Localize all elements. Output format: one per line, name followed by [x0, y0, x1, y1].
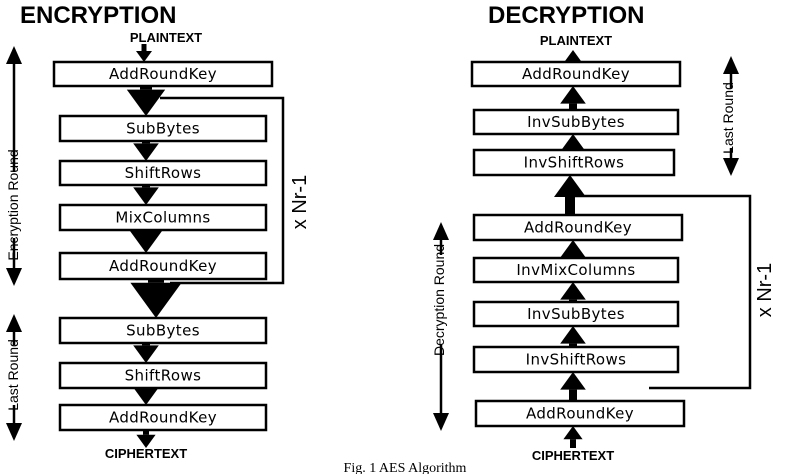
encryption-ciphertext-label: CIPHERTEXT [105, 446, 187, 461]
decryption-arrow-8 [560, 86, 586, 110]
decryption-step-5: InvMixColumns [472, 256, 680, 284]
encryption-arrow-6 [130, 279, 182, 318]
decryption-round-label: Decryption Round [431, 244, 447, 356]
decryption-arrow-4 [560, 282, 586, 302]
encryption-step-label: ShiftRows [125, 164, 202, 182]
encryption-repeat-label: x Nr-1 [289, 175, 311, 229]
decryption-steps: AddRoundKeyInvSubBytesInvShiftRowsAddRou… [470, 60, 686, 428]
encryption-arrow-9 [136, 430, 156, 448]
decryption-step-3: InvShiftRows [472, 148, 676, 177]
encryption-round-bracket [6, 46, 22, 286]
encryption-step-5: AddRoundKey [58, 251, 268, 281]
decryption-step-label: InvSubBytes [527, 305, 625, 323]
decryption-step-4: AddRoundKey [472, 213, 684, 242]
decryption-loop-line [575, 194, 752, 390]
encryption-step-1: AddRoundKey [52, 60, 274, 88]
encryption-plaintext-label: PLAINTEXT [130, 30, 202, 45]
encryption-step-label: SubBytes [126, 120, 200, 138]
encryption-step-label: ShiftRows [125, 367, 202, 385]
decryption-step-1: AddRoundKey [470, 60, 682, 88]
decryption-arrow-5 [560, 240, 586, 258]
encryption-arrow-4 [133, 185, 159, 205]
decryption-step-label: InvSubBytes [527, 113, 625, 131]
encryption-round-label: Encryption Round [5, 149, 21, 260]
decryption-arrow-2 [560, 372, 586, 401]
encryption-step-label: SubBytes [126, 322, 200, 340]
figure-caption: Fig. 1 AES Algorithm [344, 461, 467, 474]
encryption-arrow-2 [126, 86, 166, 116]
encryption-step-7: ShiftRows [58, 361, 268, 390]
encryption-flow-arrows [126, 44, 182, 448]
decryption-step-6: InvSubBytes [472, 300, 680, 328]
decryption-step-label: AddRoundKey [524, 219, 632, 237]
encryption-arrow-3 [133, 141, 159, 161]
encryption-step-8: AddRoundKey [58, 403, 268, 432]
decryption-last-round-bracket [723, 56, 739, 176]
decryption-step-label: InvShiftRows [526, 351, 627, 369]
encryption-arrow-5 [130, 230, 162, 253]
encryption-step-4: MixColumns [58, 203, 268, 232]
decryption-step-label: InvShiftRows [524, 154, 625, 172]
decryption-plaintext-label: PLAINTEXT [540, 33, 612, 48]
encryption-step-label: AddRoundKey [109, 257, 217, 275]
decryption-step-label: AddRoundKey [522, 65, 630, 83]
decryption-arrow-3 [560, 326, 586, 347]
decryption-arrow-1 [563, 426, 583, 448]
encryption-step-label: MixColumns [115, 209, 210, 227]
encryption-steps: AddRoundKeySubBytesShiftRowsMixColumnsAd… [52, 60, 274, 432]
encryption-last-round-bracket [6, 314, 22, 441]
encryption-title: ENCRYPTION [20, 2, 176, 29]
decryption-flow-arrows [554, 50, 586, 448]
encryption-step-6: SubBytes [58, 316, 268, 345]
encryption-arrow-8 [133, 387, 159, 405]
decryption-repeat-label: x Nr-1 [754, 263, 776, 317]
decryption-step-8: AddRoundKey [474, 399, 686, 428]
encryption-step-3: ShiftRows [58, 159, 268, 187]
encryption-loop-line [160, 96, 285, 285]
encryption-step-label: AddRoundKey [109, 65, 217, 83]
encryption-step-2: SubBytes [58, 114, 268, 143]
decryption-last-round-label: Last Round [720, 82, 736, 154]
decryption-step-label: InvMixColumns [516, 261, 635, 279]
decryption-round-bracket [433, 222, 449, 431]
decryption-step-label: AddRoundKey [526, 405, 634, 423]
encryption-arrow-7 [133, 343, 159, 363]
decryption-step-2: InvSubBytes [472, 108, 680, 136]
decryption-title: DECRYPTION [488, 2, 644, 29]
encryption-step-label: AddRoundKey [109, 409, 217, 427]
decryption-ciphertext-label: CIPHERTEXT [532, 448, 614, 463]
encryption-arrow-1 [136, 44, 152, 62]
encryption-last-round-label: Last Round [5, 339, 21, 411]
decryption-arrow-6 [554, 175, 586, 215]
decryption-step-7: InvShiftRows [472, 345, 680, 374]
